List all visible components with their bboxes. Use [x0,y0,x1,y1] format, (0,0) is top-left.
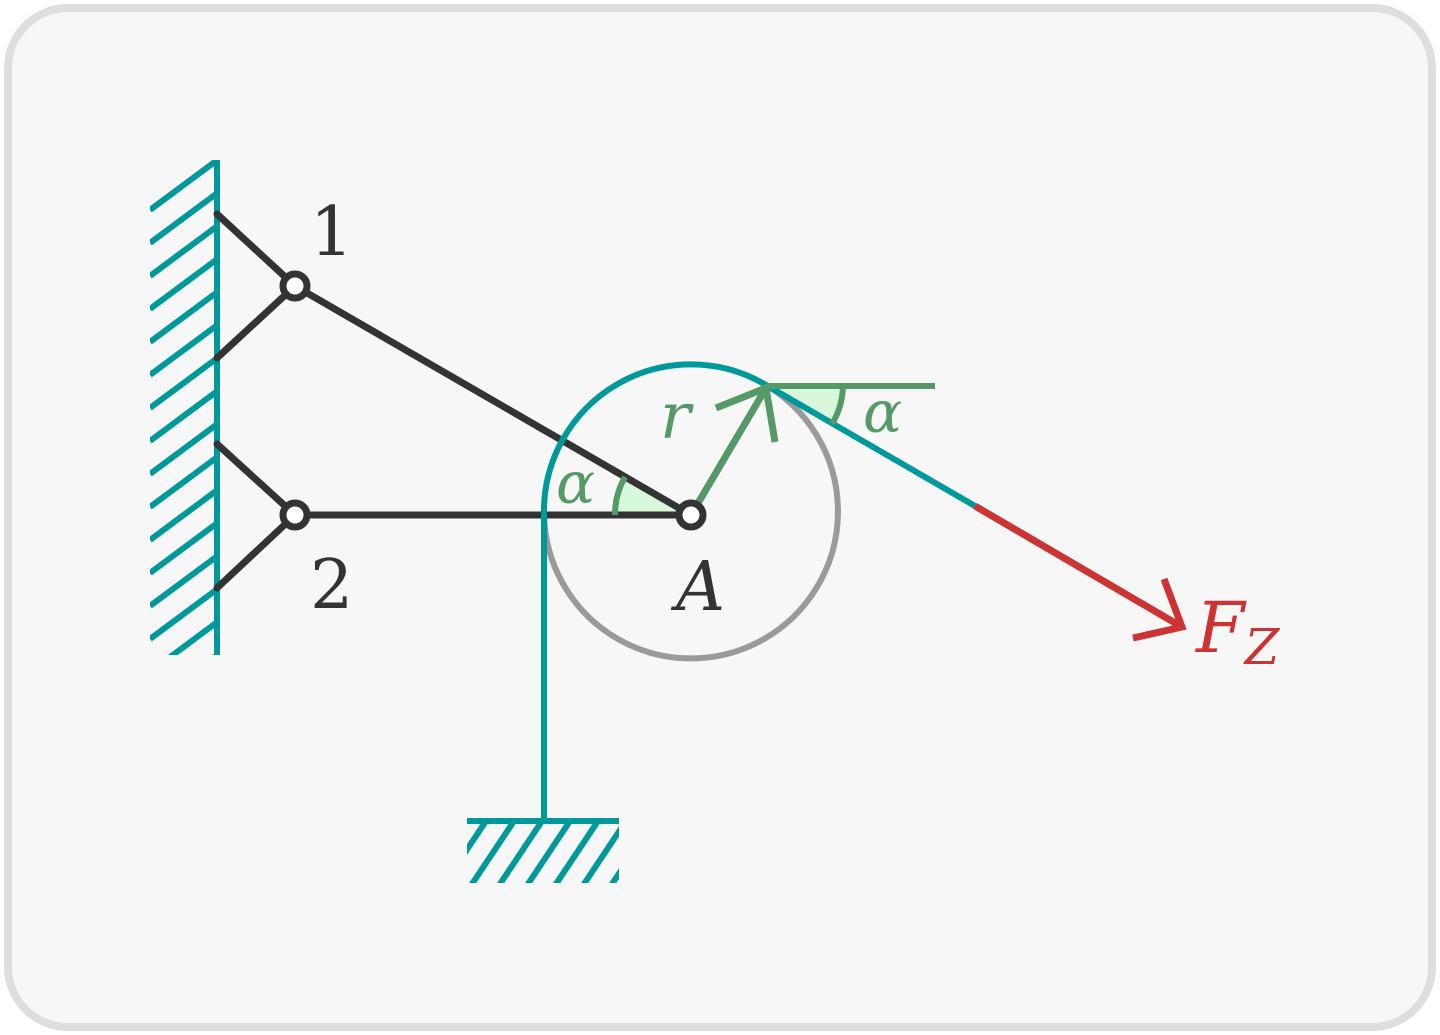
rope [540,361,977,818]
truss-bars [213,210,695,592]
support-bar-2b [213,511,299,592]
wall-support [150,160,220,655]
angle-label-right: α [863,378,902,446]
support-bar-1a [213,210,299,290]
bar-1 [291,282,695,519]
joint-1 [279,270,311,302]
support-bar-2a [213,440,299,519]
radius-arrow [687,383,779,517]
radius-label: r [660,380,694,454]
diagram-card [4,4,1436,1031]
node-1-label: 1 [310,193,353,272]
force-label-main: F [1194,587,1247,669]
joint-2 [279,499,311,531]
angle-arc-left [611,475,628,516]
point-A-label: A [670,548,725,627]
node-2-label: 2 [310,546,353,625]
ground-support [467,818,619,883]
pulley-back-arc [541,382,841,662]
force-label-subscript: Z [1243,618,1281,676]
joint-A [675,499,707,531]
angle-label-left: α [556,449,595,517]
support-bar-1b [213,282,299,362]
force-arrow [973,502,1187,642]
force-label: FZ [1194,587,1281,676]
